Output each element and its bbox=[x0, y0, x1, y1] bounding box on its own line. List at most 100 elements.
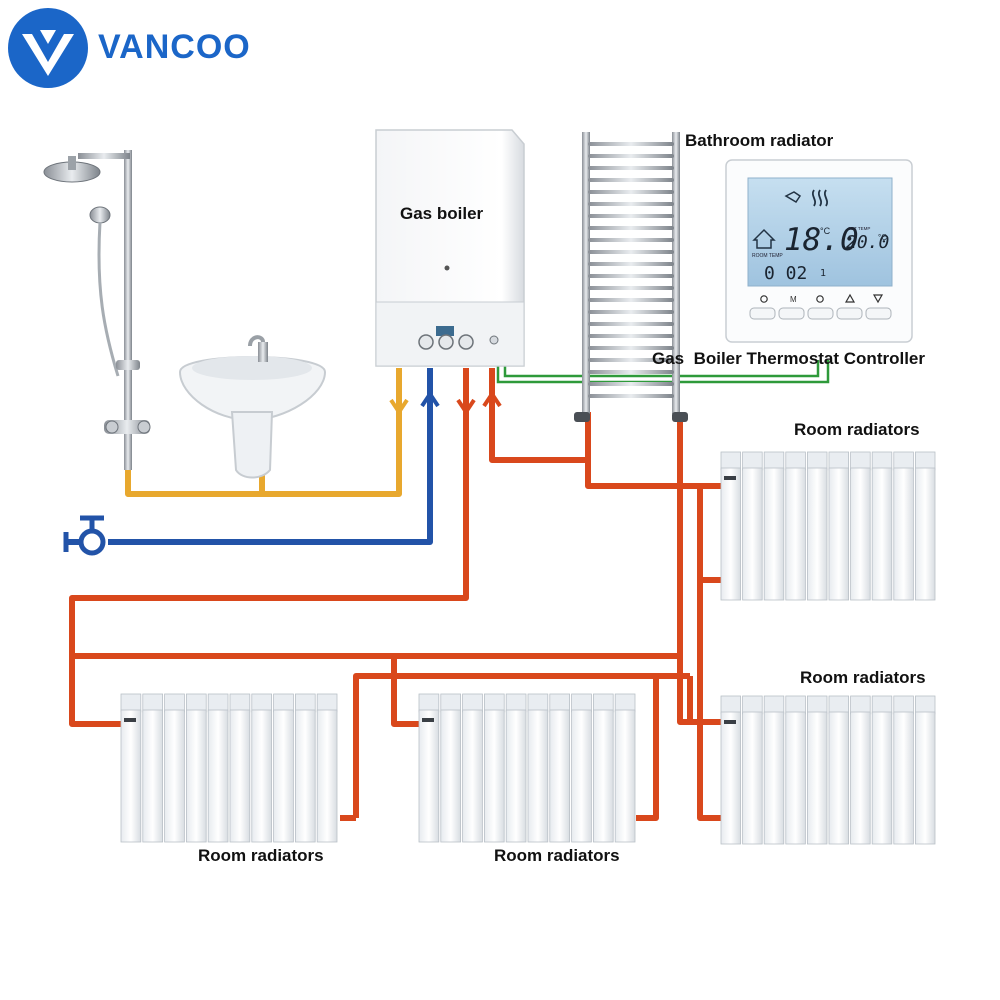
down-button[interactable] bbox=[865, 294, 892, 320]
towel-bar bbox=[588, 322, 674, 326]
radiator-fin bbox=[742, 711, 763, 845]
clock-button[interactable] bbox=[807, 295, 834, 320]
room-temp-caption: ROOM TEMP bbox=[752, 253, 783, 259]
radiator-fin-top bbox=[483, 693, 505, 713]
radiator-fin bbox=[294, 709, 316, 843]
radiator-fin-top bbox=[440, 693, 461, 713]
radiator-fin-top bbox=[828, 695, 850, 715]
mode-button[interactable]: M bbox=[778, 295, 805, 320]
up-button[interactable] bbox=[836, 293, 863, 320]
radiator-fin-top bbox=[273, 693, 294, 713]
radiator-fin-top bbox=[850, 695, 871, 715]
clock-display: 0 02 bbox=[764, 263, 807, 284]
radiator-fin bbox=[418, 709, 440, 843]
radiator-fin bbox=[850, 467, 871, 601]
room-temp-unit: °C bbox=[820, 226, 831, 236]
towel-bar bbox=[588, 166, 674, 170]
room-radiator-bottom-left bbox=[120, 693, 338, 843]
towel-bar bbox=[588, 154, 674, 158]
radiator-fin-top bbox=[251, 693, 273, 713]
radiator-fin-top bbox=[462, 693, 483, 713]
wash-basin-icon bbox=[178, 335, 327, 479]
radiator-badge bbox=[124, 718, 136, 722]
radiator-fin-top bbox=[871, 451, 893, 471]
towel-bar bbox=[588, 346, 674, 350]
down-arrow-icon bbox=[872, 294, 884, 304]
radiator-fin-top bbox=[142, 693, 164, 713]
radiator-badge bbox=[724, 476, 736, 480]
radiator-fin-top bbox=[828, 451, 850, 471]
up-arrow-icon bbox=[844, 293, 856, 303]
towel-bar bbox=[588, 238, 674, 242]
radiator-fin-top bbox=[807, 451, 828, 471]
thermostat-controller: ROOM TEMP 18.0 °C SET TEMP 20.0 °C 0 02 … bbox=[725, 159, 913, 343]
power-button[interactable] bbox=[749, 295, 776, 320]
radiator-fin-top bbox=[915, 451, 936, 471]
radiator-fin-top bbox=[720, 451, 742, 471]
radiator-fin bbox=[549, 709, 570, 843]
towel-bar bbox=[588, 310, 674, 314]
set-temp-value: 20.0 bbox=[846, 232, 889, 253]
radiator-badge bbox=[422, 718, 434, 722]
power-icon bbox=[760, 295, 768, 303]
radiator-fin bbox=[273, 709, 294, 843]
radiator-fin bbox=[207, 709, 229, 843]
radiator-fin bbox=[763, 467, 785, 601]
radiator-fin-top bbox=[418, 693, 440, 713]
radiator-fin-top bbox=[505, 693, 527, 713]
heating-pipes bbox=[69, 368, 722, 821]
radiator-fin bbox=[915, 711, 936, 845]
bathroom-radiator-label: Bathroom radiator bbox=[685, 131, 834, 150]
hand-icon bbox=[784, 191, 802, 204]
room-radiator-mid-right bbox=[720, 695, 936, 845]
radiator-fin-top bbox=[742, 695, 763, 715]
radiator-fin bbox=[785, 467, 806, 601]
radiator-fin-top bbox=[120, 693, 142, 713]
radiator-fin bbox=[164, 709, 185, 843]
radiator-fin bbox=[316, 709, 338, 843]
radiator-fin bbox=[871, 711, 893, 845]
set-temp-caption: SET TEMP bbox=[848, 226, 870, 231]
towel-bar bbox=[588, 202, 674, 206]
radiator-fin-top bbox=[316, 693, 338, 713]
radiator-fin-top bbox=[893, 451, 914, 471]
vancoo-logo-icon bbox=[8, 8, 88, 88]
radiator-fin bbox=[440, 709, 461, 843]
radiator-fin-top bbox=[763, 451, 785, 471]
room-radiators-label-mid-right: Room radiators bbox=[800, 668, 926, 687]
radiator-fin bbox=[185, 709, 207, 843]
water-valve-icon bbox=[63, 515, 106, 556]
bathroom-radiator bbox=[574, 132, 688, 422]
radiator-fin bbox=[251, 709, 273, 843]
radiator-fin-top bbox=[207, 693, 229, 713]
shower-icon bbox=[43, 150, 151, 470]
towel-bar bbox=[588, 370, 674, 374]
towel-bar bbox=[588, 142, 674, 146]
radiator-fin-top bbox=[871, 695, 893, 715]
towel-bar bbox=[588, 214, 674, 218]
towel-bar bbox=[588, 226, 674, 230]
radiator-fin bbox=[593, 709, 614, 843]
boiler-knob-right-icon bbox=[458, 334, 474, 350]
radiator-fin bbox=[893, 711, 914, 845]
towel-bar bbox=[588, 382, 674, 386]
radiator-fin bbox=[142, 709, 164, 843]
radiator-fin bbox=[120, 709, 142, 843]
gas-boiler bbox=[375, 129, 525, 367]
towel-bar bbox=[588, 334, 674, 338]
radiator-fin bbox=[828, 467, 850, 601]
radiator-fin bbox=[807, 711, 828, 845]
radiator-fin-top bbox=[785, 451, 806, 471]
towel-bar bbox=[588, 394, 674, 398]
radiator-fin bbox=[828, 711, 850, 845]
radiator-fin-top bbox=[549, 693, 570, 713]
radiator-fin-top bbox=[294, 693, 316, 713]
room-radiator-top-right bbox=[720, 451, 936, 601]
radiator-fin bbox=[462, 709, 483, 843]
room-radiators-label-bottom-left: Room radiators bbox=[198, 846, 324, 865]
radiator-fin-top bbox=[527, 693, 549, 713]
radiator-fin-top bbox=[593, 693, 614, 713]
radiator-fin bbox=[871, 467, 893, 601]
towel-bar bbox=[588, 286, 674, 290]
